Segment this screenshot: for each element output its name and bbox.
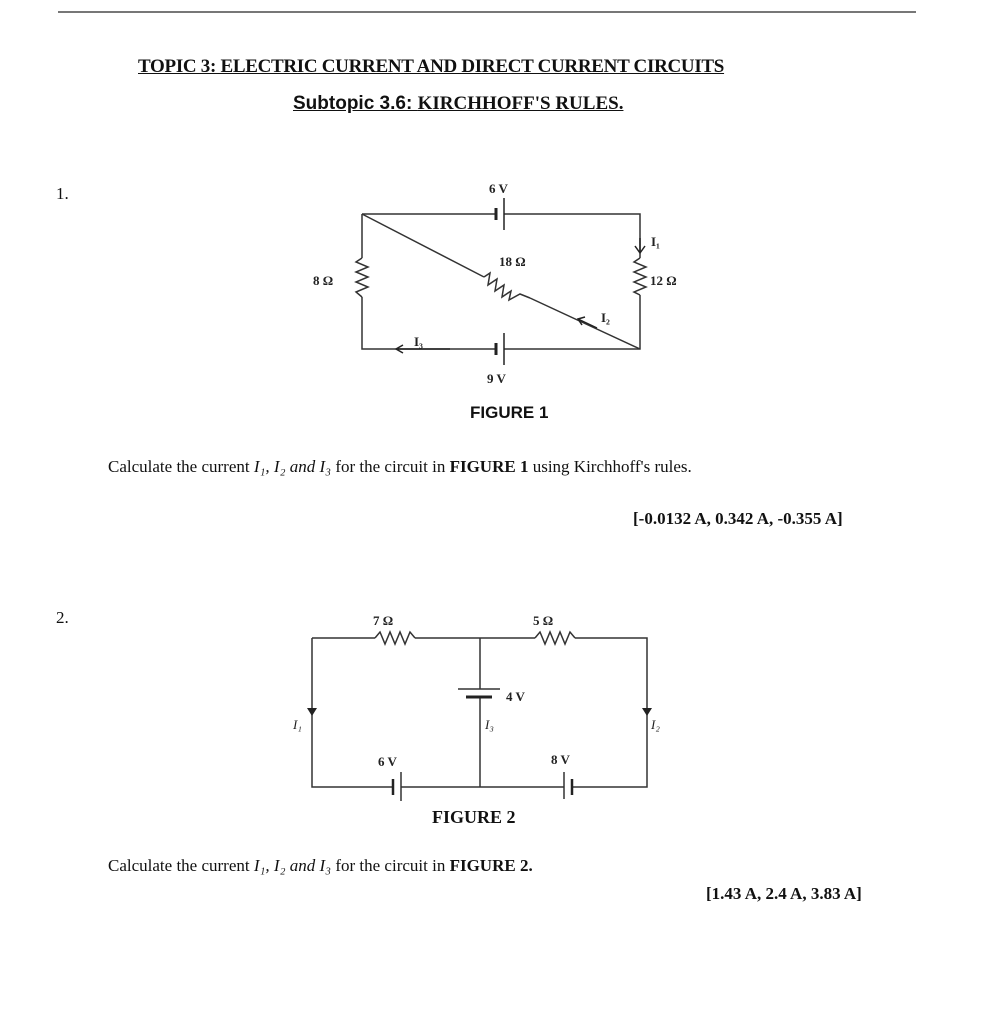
header-rule <box>58 11 916 13</box>
resistor-8-ohm-icon <box>354 257 370 298</box>
label-18-ohm: 18 Ω <box>499 254 526 269</box>
arrow-i1-icon <box>634 238 646 255</box>
q1-text-post: using Kirchhoff's rules. <box>528 457 692 476</box>
arrow-i2-icon <box>642 708 652 716</box>
q1-text-mid: for the circuit in <box>331 457 450 476</box>
label-4v: 4 V <box>506 689 526 704</box>
question-2-text: Calculate the current I₁, I₂ and I₃ for … <box>108 856 533 876</box>
figure-2-wires <box>311 637 648 788</box>
figure-1-wires <box>361 213 641 350</box>
label-i1: I₁ <box>292 717 302 732</box>
resistor-7-ohm-icon <box>374 630 416 646</box>
battery-8v-icon <box>563 772 574 799</box>
label-i2: I₂ <box>650 717 660 732</box>
question-1-text: Calculate the current I₁, I₂ and I₃ for … <box>108 457 692 477</box>
figure-1-caption: FIGURE 1 <box>470 403 549 422</box>
label-i3: I₃ <box>484 717 494 732</box>
battery-6v-icon <box>391 772 402 801</box>
battery-6v-icon <box>494 198 505 230</box>
label-6v: 6 V <box>489 181 509 196</box>
topic-title: TOPIC 3: ELECTRIC CURRENT AND DIRECT CUR… <box>138 56 725 77</box>
label-i1: I₁ <box>651 234 660 249</box>
question-2-number: 2. <box>56 608 69 627</box>
label-9v: 9 V <box>487 371 507 386</box>
arrow-i1-icon <box>307 708 317 716</box>
subtopic-prefix: Subtopic 3.6: <box>293 93 418 114</box>
q2-text-fig: FIGURE 2. <box>449 856 533 875</box>
arrow-i3-icon <box>394 344 450 354</box>
label-8v: 8 V <box>551 752 571 767</box>
resistor-5-ohm-icon <box>534 630 576 646</box>
q1-text-fig: FIGURE 1 <box>449 457 529 476</box>
label-i2: I₂ <box>601 310 610 325</box>
arrow-i2-icon <box>576 316 598 329</box>
subtopic-title: Subtopic 3.6: KIRCHHOFF'S RULES. <box>293 93 623 115</box>
label-5-ohm: 5 Ω <box>533 613 553 628</box>
q1-text-pre: Calculate the current <box>108 457 254 476</box>
q2-text-mid: for the circuit in <box>331 856 450 875</box>
q1-text-vars: I₁, I₂ and I₃ <box>253 457 332 476</box>
label-7-ohm: 7 Ω <box>373 613 393 628</box>
question-1-answer: [-0.0132 A, 0.342 A, -0.355 A] <box>633 509 843 528</box>
q2-text-vars: I₁, I₂ and I₃ <box>253 856 332 875</box>
label-6v: 6 V <box>378 754 398 769</box>
resistor-18-ohm-icon <box>483 271 531 302</box>
label-i3: I₃ <box>414 334 423 349</box>
battery-4v-icon <box>458 688 500 699</box>
subtopic-text: KIRCHHOFF'S RULES. <box>417 93 624 114</box>
label-12-ohm: 12 Ω <box>650 273 677 288</box>
resistor-12-ohm-icon <box>632 257 648 296</box>
figure-2-caption: FIGURE 2 <box>432 807 516 827</box>
q2-text-pre: Calculate the current <box>108 856 254 875</box>
battery-9v-icon <box>494 333 505 365</box>
question-1-number: 1. <box>56 184 69 203</box>
question-2-answer: [1.43 A, 2.4 A, 3.83 A] <box>706 884 862 903</box>
label-8-ohm: 8 Ω <box>313 273 333 288</box>
